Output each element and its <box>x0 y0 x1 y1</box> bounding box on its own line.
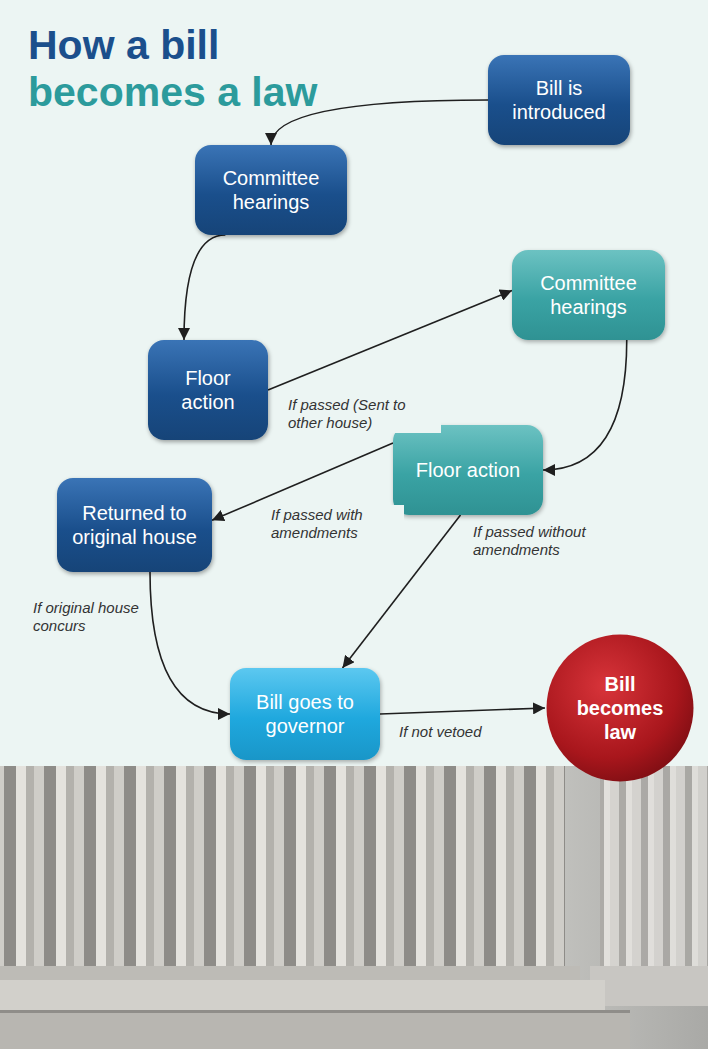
process-box: Bill is introduced <box>488 55 630 145</box>
diagram-stage: How a bill becomes a lawBill is introduc… <box>0 0 708 766</box>
columns-photo <box>0 766 708 1049</box>
process-box: Committee hearings <box>512 250 665 340</box>
node-text: Bill is introduced <box>498 76 620 124</box>
node-text: Committee hearings <box>522 271 655 319</box>
flow-arrow <box>150 572 230 714</box>
flow-arrow <box>380 708 545 714</box>
process-box: Floor action <box>148 340 268 440</box>
diagram-title: How a bill becomes a law <box>28 22 328 116</box>
flow-arrow <box>543 340 627 470</box>
edge-label: If passed with amendments <box>268 505 404 543</box>
node-text: Floor action <box>158 366 258 414</box>
node-text: Bill goes to governor <box>240 690 370 738</box>
edge-label: If not vetoed <box>396 722 485 742</box>
process-box: Floor action <box>393 425 543 515</box>
edge-label: If original house concurs <box>30 598 144 636</box>
node-text: Committee hearings <box>205 166 337 214</box>
flow-arrow <box>184 235 225 340</box>
process-box: Bill goes to governor <box>230 668 380 760</box>
edge-label: If passed (Sent to other house) <box>285 395 441 433</box>
edge-label: If passed without amendments <box>470 522 626 560</box>
flow-arrow <box>268 291 512 391</box>
node-text: Bill becomes law <box>573 672 667 744</box>
node-text: Returned to original house <box>67 501 202 549</box>
process-box: Committee hearings <box>195 145 347 235</box>
terminal-circle: Bill becomes law <box>545 633 695 783</box>
process-box: Returned to original house <box>57 478 212 572</box>
node-text: Floor action <box>416 458 521 482</box>
